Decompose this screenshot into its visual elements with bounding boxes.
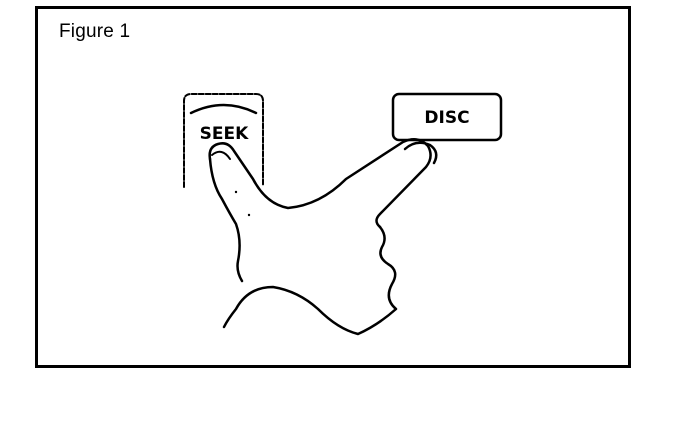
illustration: SEEK DISC: [183, 92, 503, 336]
seek-button-outline: [183, 93, 264, 188]
hand-outline: [208, 138, 432, 229]
figure-caption: Figure 1: [59, 21, 131, 42]
hand-left-outline: [208, 157, 244, 283]
speck-dot: [234, 190, 238, 194]
seek-button: SEEK: [183, 93, 264, 188]
disc-button: DISC: [391, 92, 503, 142]
figure-frame: Figure 1 SEEK DISC: [35, 6, 631, 368]
seek-button-label: SEEK: [200, 124, 249, 144]
index-fingertip: [403, 141, 438, 165]
hand-drawing: [208, 138, 438, 336]
disc-button-outline: [391, 92, 503, 142]
seek-up-arrow-icon: [189, 103, 258, 115]
seek-fingertip: [211, 150, 231, 160]
hand-lower-outline: [222, 225, 398, 336]
speck-dot: [247, 213, 251, 217]
disc-button-label: DISC: [424, 108, 469, 128]
